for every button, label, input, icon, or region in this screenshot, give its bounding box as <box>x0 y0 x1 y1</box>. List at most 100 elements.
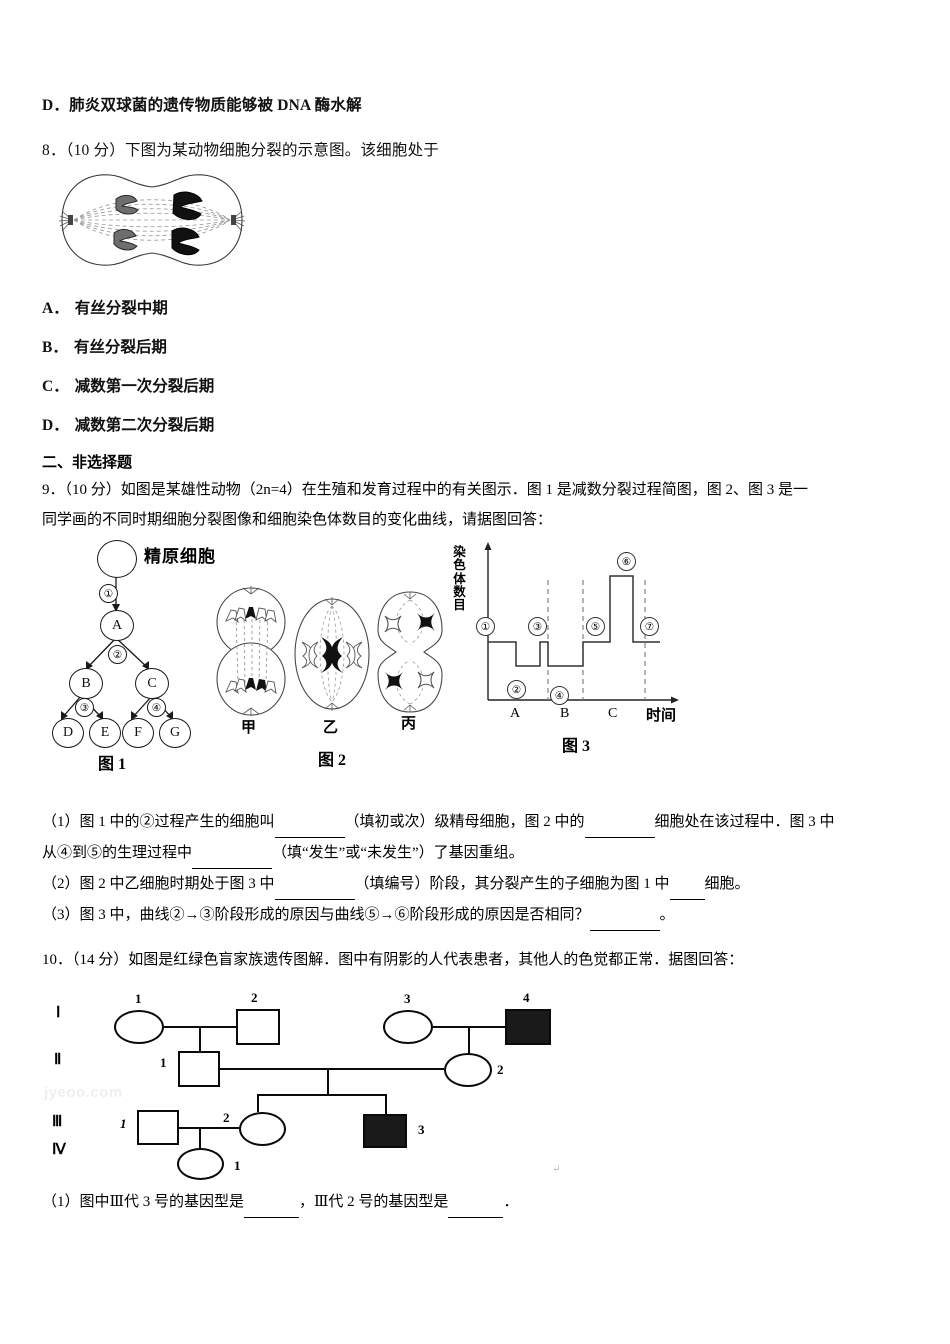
q9-1-text-c: 细胞处在该过程中．图 3 中 <box>654 814 835 831</box>
pedigree-number-III-1: 1 <box>120 1116 127 1131</box>
pedigree-number-I-3: 3 <box>404 991 411 1006</box>
fig1-step-1: ① <box>99 584 118 603</box>
chart-plot-area <box>484 542 679 704</box>
option-c-text: 减数第一次分裂后期 <box>74 377 215 395</box>
q9-1-text-e: （填“发生”或“未发生”）了基因重组。 <box>272 845 524 862</box>
fig2-cell-jia-label: 甲 <box>241 720 257 736</box>
pedigree-number-II-2: 2 <box>497 1062 504 1077</box>
pedigree-individual-II-1 <box>178 1051 220 1087</box>
question-9-sub-1-line-2: 从④到⑤的生理过程中 （填“发生”或“未发生”）了基因重组。 <box>42 838 918 870</box>
q9-3-text-b: 。 <box>659 907 675 924</box>
question-8-option-b: B．有丝分裂后期 <box>42 336 918 361</box>
fig1-step-4: ④ <box>147 698 166 717</box>
fig1-node-c: C <box>135 668 169 699</box>
anaphase-cell-diagram <box>52 163 252 278</box>
option-b-text: 有丝分裂后期 <box>73 339 167 357</box>
q9-1-text-d: 从④到⑤的生理过程中 <box>42 845 193 862</box>
pedigree-number-III-3: 3 <box>418 1122 425 1137</box>
answer-blank-q10-1-b[interactable] <box>448 1187 504 1219</box>
chart-annotation-7: ⑦ <box>640 617 659 636</box>
answer-blank-q9-1-b[interactable] <box>584 807 655 839</box>
pedigree-number-III-2: 2 <box>223 1110 230 1125</box>
pedigree-number-I-2: 2 <box>251 990 258 1005</box>
option-a-label: A． <box>42 300 69 318</box>
pedigree-individual-III-2 <box>239 1112 286 1146</box>
chart-annotation-5: ⑤ <box>586 617 605 636</box>
pedigree-number-II-1: 1 <box>160 1055 167 1070</box>
fig1-node-d: D <box>52 718 84 748</box>
answer-blank-q9-1-c[interactable] <box>192 838 273 870</box>
fig1-title-spermatogonium: 精原细胞 <box>144 547 216 566</box>
figure-2-caption: 图 2 <box>318 752 347 769</box>
fig2-cell-yi-drawing: 乙 <box>292 594 372 736</box>
pedigree-line-drop-1 <box>199 1026 201 1053</box>
q9-1-text-a: （1）图 1 中的②过程产生的细胞叫 <box>42 814 275 831</box>
pedigree-individual-I-3 <box>383 1010 433 1044</box>
option-a-text: 有丝分裂中期 <box>74 300 168 318</box>
option-d-label: D． <box>42 416 69 434</box>
q9-3-text-a: （3）图 3 中，曲线②→③阶段形成的原因与曲线⑤→⑥阶段形成的原因是否相同？ <box>42 907 590 924</box>
fig1-node-f: F <box>122 718 154 748</box>
pedigree-line-drop-6 <box>199 1127 201 1149</box>
question-8-option-a: A． 有丝分裂中期 <box>42 297 918 322</box>
fig1-node-e-label: E <box>100 725 110 740</box>
pedigree-generation-label-3: Ⅲ <box>52 1114 63 1130</box>
pedigree-individual-II-2 <box>444 1053 492 1087</box>
chart-ylabel-char-4: 目 <box>453 598 466 612</box>
q10-1-text-a: （1）图中Ⅲ代 3 号的基因型是 <box>42 1194 244 1211</box>
fig2-cell-jia-drawing: 甲 <box>212 586 290 736</box>
figure-3-caption: 图 3 <box>562 738 591 755</box>
pedigree-number-IV-1: 1 <box>234 1158 241 1173</box>
question-10-sub-1: （1）图中Ⅲ代 3 号的基因型是 ，Ⅲ代 2 号的基因型是 ． <box>42 1187 918 1219</box>
question-8-stem: 8．（10 分）下图为某动物细胞分裂的示意图。该细胞处于 <box>42 142 439 160</box>
q10-1-text-c: ． <box>503 1194 519 1211</box>
answer-blank-q9-3[interactable] <box>589 900 660 932</box>
pedigree-generation-label-2: Ⅱ <box>54 1052 62 1068</box>
chart-annotation-4: ④ <box>550 686 569 705</box>
answer-blank-q9-2-b[interactable] <box>669 869 705 901</box>
pedigree-individual-I-4 <box>505 1009 551 1045</box>
chart-ylabel-char-1: 色 <box>453 558 466 573</box>
chart-ylabel-char-0: 染 <box>453 545 466 559</box>
question-9-figure-group: 精原细胞 ① ② ③ ④ A B C D E F G <box>52 528 752 783</box>
chart-ylabel-char-2: 体 <box>453 571 466 586</box>
answer-blank-q10-1-a[interactable] <box>243 1187 299 1219</box>
chart-x-axis-label: 时间 <box>646 707 677 724</box>
question-9-sub-3: （3）图 3 中，曲线②→③阶段形成的原因与曲线⑤→⑥阶段形成的原因是否相同？ … <box>42 900 918 932</box>
chart-ylabel-char-3: 数 <box>453 584 466 599</box>
pedigree-generation-label-1: Ⅰ <box>56 1005 61 1021</box>
option-d-text: 减数第二次分裂后期 <box>74 416 215 434</box>
answer-blank-q9-1-a[interactable] <box>274 807 345 839</box>
chart-xtick-a: A <box>510 706 521 721</box>
fig1-node-f-label: F <box>134 725 142 740</box>
pedigree-line-mating-4 <box>179 1127 239 1129</box>
pedigree-line-drop-3 <box>327 1068 329 1095</box>
question-9-stem-line-1: 9．（10 分）如图是某雄性动物（2n=4）在生殖和发育过程中的有关图示．图 1… <box>42 482 808 499</box>
question-9-sub-2: （2）图 2 中乙细胞时期处于图 3 中 （填编号）阶段，其分裂产生的子细胞为图… <box>42 869 918 901</box>
fig2-cell-bing-drawing: 丙 <box>374 588 446 732</box>
chart-y-axis-label: 染 色 体 数 目 <box>452 545 467 612</box>
pedigree-number-I-1: 1 <box>135 991 142 1006</box>
paragraph-mark: ↵ <box>552 1164 561 1175</box>
fig1-node-a: A <box>100 610 134 641</box>
fig1-step-3: ③ <box>75 698 94 717</box>
answer-blank-q9-2-a[interactable] <box>274 869 355 901</box>
fig1-node-a-label: A <box>111 617 123 633</box>
question-8-option-d: D． 减数第二次分裂后期 <box>42 414 918 439</box>
chart-annotation-3: ③ <box>528 617 547 636</box>
chart-annotation-6: ⑥ <box>617 552 636 571</box>
question-9-sub-1-line-1: （1）图 1 中的②过程产生的细胞叫 （填初或次）级精母细胞，图 2 中的 细胞… <box>42 807 918 839</box>
pedigree-line-mating-3 <box>220 1068 444 1070</box>
fig1-node-g-label: G <box>169 725 181 740</box>
figure-2-cell-images: 甲 <box>212 586 443 781</box>
q9-2-text-c: 细胞。 <box>704 876 750 893</box>
watermark: jyeoo.com <box>44 1084 123 1101</box>
pedigree-chart: Ⅰ Ⅱ Ⅲ Ⅳ 1 2 3 4 <box>44 988 572 1180</box>
pedigree-individual-IV-1 <box>177 1148 224 1180</box>
question-8-option-c: C．减数第一次分裂后期 <box>42 375 918 400</box>
fig1-node-e: E <box>89 718 121 748</box>
fig2-cell-yi-label: 乙 <box>323 720 339 736</box>
chart-annotation-2: ② <box>507 680 526 699</box>
pedigree-line-sibship <box>257 1094 387 1096</box>
